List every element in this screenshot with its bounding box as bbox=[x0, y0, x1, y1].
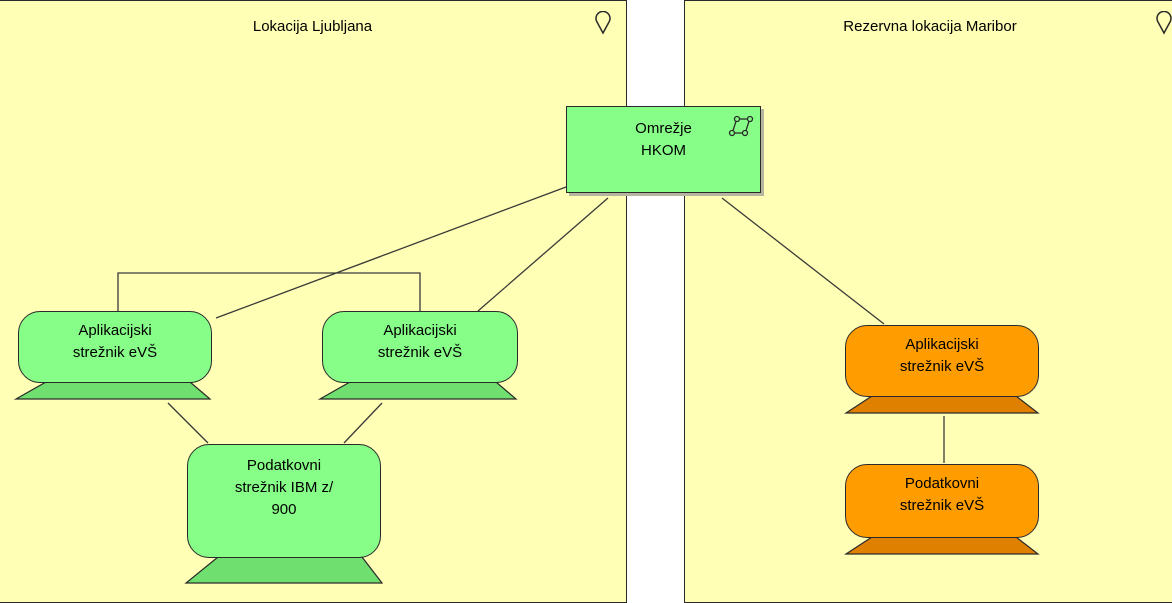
location-title: Rezervna lokacija Maribor bbox=[843, 18, 1017, 35]
location-pin-icon bbox=[595, 11, 611, 35]
network-label: Omrežje HKOM bbox=[635, 120, 692, 159]
device-label: Podatkovni strežnik IBM z/ 900 bbox=[234, 457, 334, 518]
device-base bbox=[184, 556, 384, 584]
device-app-server-maribor[interactable]: Aplikacijski strežnik eVŠ bbox=[845, 325, 1039, 397]
device-base bbox=[317, 381, 518, 400]
device-db-server-ibm[interactable]: Podatkovni strežnik IBM z/ 900 bbox=[187, 444, 381, 558]
connection-line bbox=[477, 197, 609, 312]
network-icon bbox=[728, 115, 754, 137]
device-label: Aplikacijski strežnik eVŠ bbox=[377, 322, 463, 361]
device-label: Podatkovni strežnik eVŠ bbox=[899, 475, 985, 514]
connection-line bbox=[343, 402, 383, 444]
connection-line bbox=[215, 186, 567, 319]
device-label: Aplikacijski strežnik eVŠ bbox=[72, 322, 158, 361]
device-app-server-1[interactable]: Aplikacijski strežnik eVŠ bbox=[18, 311, 212, 383]
device-label: Aplikacijski strežnik eVŠ bbox=[899, 336, 985, 375]
connection-line bbox=[167, 402, 209, 444]
network-hkom[interactable]: Omrežje HKOM bbox=[566, 106, 761, 193]
connection-line bbox=[117, 272, 421, 313]
device-db-server-maribor[interactable]: Podatkovni strežnik eVŠ bbox=[845, 464, 1039, 538]
device-base bbox=[843, 536, 1040, 555]
location-pin-icon bbox=[1156, 11, 1172, 35]
device-base bbox=[13, 381, 212, 400]
connection-line bbox=[721, 197, 885, 325]
location-title: Lokacija Ljubljana bbox=[252, 18, 373, 35]
device-app-server-2[interactable]: Aplikacijski strežnik eVŠ bbox=[322, 311, 518, 383]
device-base bbox=[843, 395, 1040, 414]
